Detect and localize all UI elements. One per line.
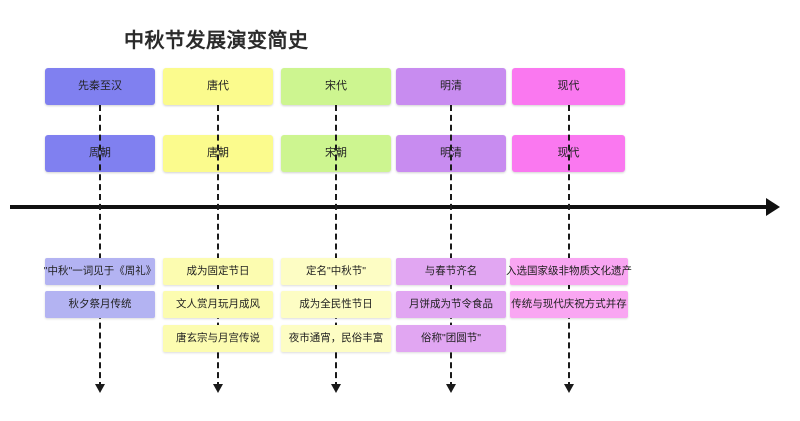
item-3-2[interactable]: 成为全民性节日 xyxy=(281,291,391,318)
down-arrow-icon-4 xyxy=(446,384,456,393)
item-2-2[interactable]: 文人赏月玩月成风 xyxy=(163,291,273,318)
connector-line-5 xyxy=(568,105,570,388)
timeline-axis-line xyxy=(10,205,770,209)
right-arrow-icon xyxy=(766,198,780,216)
item-3-1[interactable]: 定名"中秋节" xyxy=(281,258,391,285)
connector-line-2 xyxy=(217,105,219,388)
item-2-1[interactable]: 成为固定节日 xyxy=(163,258,273,285)
era-header-5[interactable]: 现代 xyxy=(512,68,625,105)
item-1-1[interactable]: "中秋"一词见于《周礼》 xyxy=(44,258,156,285)
item-5-1[interactable]: 入选国家级非物质文化遗产 xyxy=(506,258,632,285)
item-2-3[interactable]: 唐玄宗与月宫传说 xyxy=(163,325,273,352)
item-5-2[interactable]: 传统与现代庆祝方式并存 xyxy=(510,291,628,318)
connector-line-3 xyxy=(335,105,337,388)
era-header-3[interactable]: 宋代 xyxy=(281,68,391,105)
item-1-2[interactable]: 秋夕祭月传统 xyxy=(45,291,155,318)
era-header-1[interactable]: 先秦至汉 xyxy=(45,68,155,105)
item-4-1[interactable]: 与春节齐名 xyxy=(396,258,506,285)
connector-line-4 xyxy=(450,105,452,388)
item-4-2[interactable]: 月饼成为节令食品 xyxy=(396,291,506,318)
item-4-3[interactable]: 俗称"团圆节" xyxy=(396,325,506,352)
down-arrow-icon-3 xyxy=(331,384,341,393)
down-arrow-icon-2 xyxy=(213,384,223,393)
down-arrow-icon-5 xyxy=(564,384,574,393)
page-title: 中秋节发展演变简史 xyxy=(124,30,309,52)
era-header-2[interactable]: 唐代 xyxy=(163,68,273,105)
down-arrow-icon-1 xyxy=(95,384,105,393)
connector-line-1 xyxy=(99,105,101,388)
era-header-4[interactable]: 明清 xyxy=(396,68,506,105)
item-3-3[interactable]: 夜市通宵，民俗丰富 xyxy=(281,325,391,352)
